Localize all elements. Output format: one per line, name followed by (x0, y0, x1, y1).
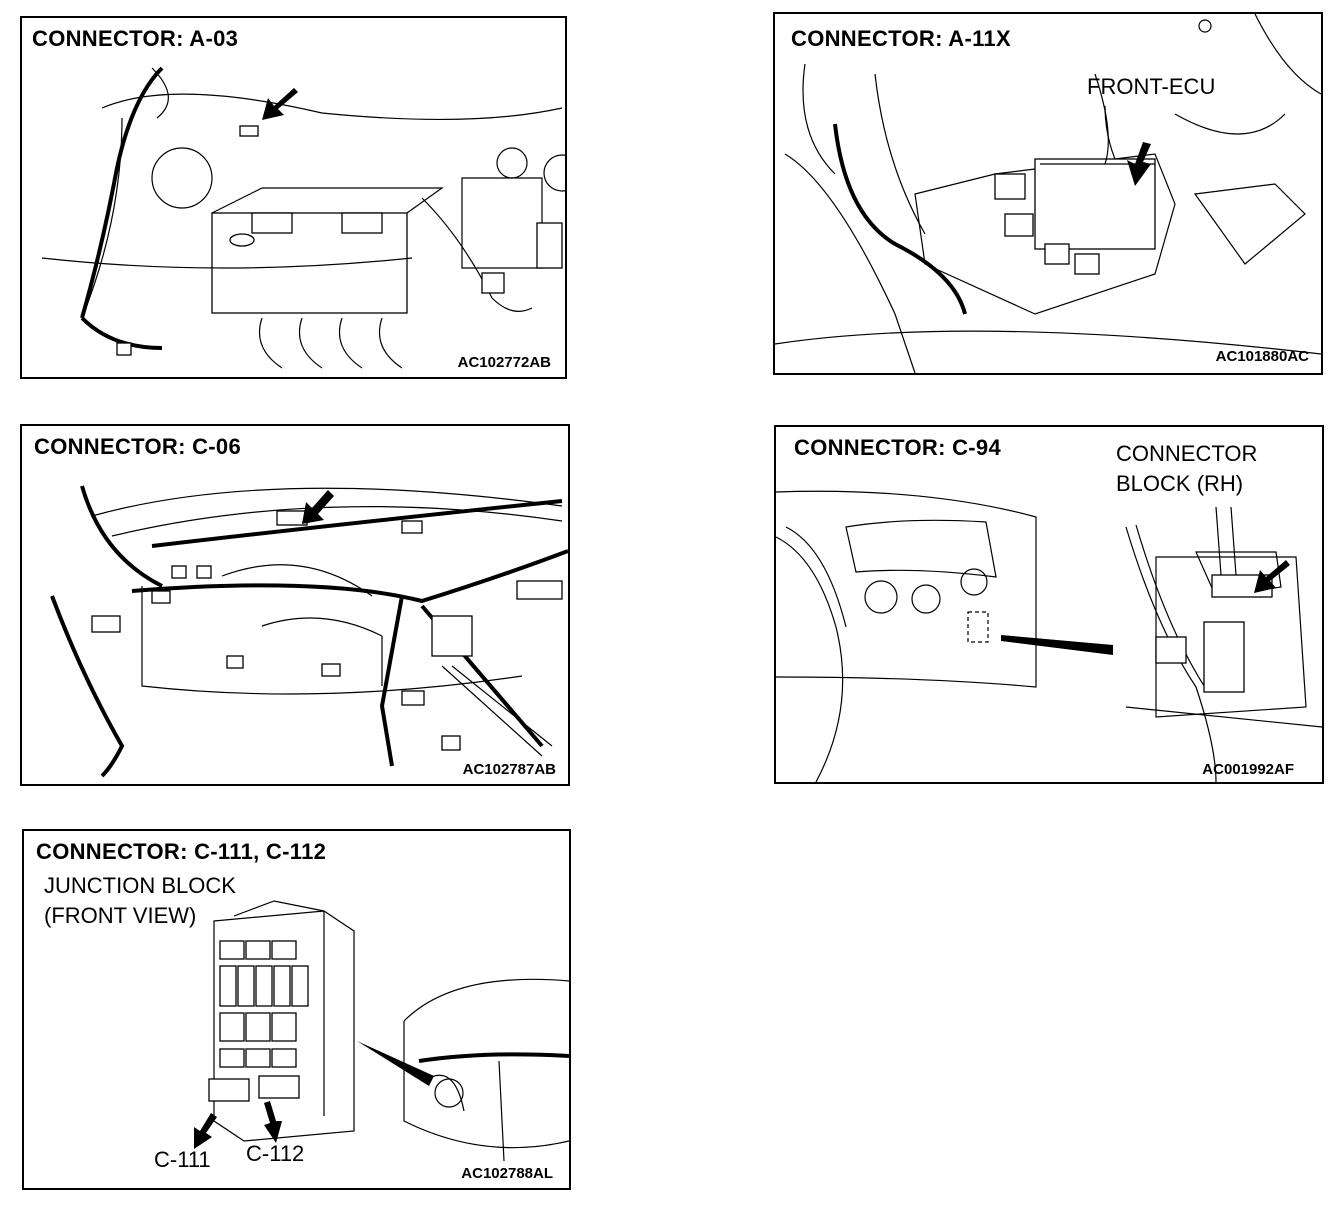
panel-title: CONNECTOR: A-03 (32, 26, 239, 51)
engine-bay-illustration (41, 66, 565, 369)
panel-title: CONNECTOR: A-11X (791, 26, 1011, 51)
connector-block-label-line2: BLOCK (RH) (1116, 471, 1244, 496)
panel-connector-a03: CONNECTOR: A-03 AC102772AB (20, 16, 567, 379)
front-ecu-illustration (775, 14, 1321, 373)
panel-connector-c06: CONNECTOR: C-06 AC102787AB (20, 424, 570, 786)
figure-code: AC101880AC (1215, 348, 1309, 365)
panel-title: CONNECTOR: C-111, C-112 (36, 839, 327, 864)
callout-c112: C-112 (246, 1141, 305, 1166)
junction-block-illustration (194, 900, 569, 1162)
panel-title: CONNECTOR: C-06 (34, 434, 242, 459)
callout-c111: C-111 (154, 1147, 211, 1172)
figure-code: AC102772AB (457, 354, 551, 371)
junction-block-label-line2: (FRONT VIEW) (44, 903, 197, 928)
figure-code: AC001992AF (1202, 761, 1294, 778)
panel-connector-a11x: CONNECTOR: A-11X FRONT-ECU AC101880AC (773, 12, 1323, 375)
panel-title: CONNECTOR: C-94 (794, 435, 1002, 460)
connector-block-label-line1: CONNECTOR (1116, 441, 1258, 466)
dashboard-harness-illustration (50, 485, 568, 778)
front-ecu-label: FRONT-ECU (1087, 74, 1216, 99)
panel-connector-c111-c112: CONNECTOR: C-111, C-112 JUNCTION BLOCK (… (22, 829, 571, 1190)
figure-code: AC102788AL (461, 1165, 553, 1182)
connector-block-illustration (776, 490, 1322, 782)
panel-connector-c94: CONNECTOR: C-94 CONNECTOR BLOCK (RH) AC0… (774, 425, 1324, 784)
figure-code: AC102787AB (462, 761, 556, 778)
junction-block-label-line1: JUNCTION BLOCK (44, 873, 236, 898)
